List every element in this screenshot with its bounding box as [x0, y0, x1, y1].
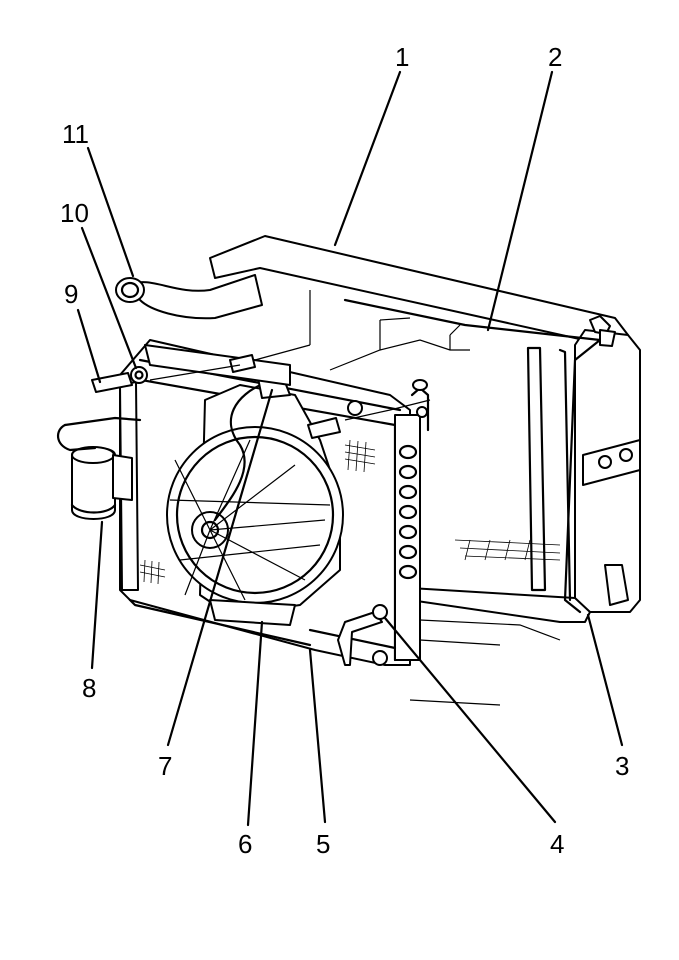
leader-7	[166, 388, 274, 747]
callout-4: 4	[550, 829, 564, 859]
callout-7: 7	[158, 751, 172, 781]
callout-6: 6	[238, 829, 252, 859]
condenser-lines	[337, 379, 430, 666]
leader-11	[86, 146, 135, 278]
receiver-dehydrator	[57, 416, 142, 520]
callout-1: 1	[395, 42, 409, 72]
upper-mount-hardware	[91, 290, 470, 439]
callout-labels: 1 2 3 4 5 6 7 8 9 10 11	[60, 42, 629, 859]
fan-blades	[169, 439, 331, 601]
leader-1	[333, 70, 402, 247]
callout-10: 10	[60, 198, 89, 228]
leader-2	[486, 70, 554, 332]
callout-9: 9	[64, 279, 78, 309]
cooling-fan-assembly	[166, 377, 344, 626]
leader-9	[76, 308, 102, 384]
upper-radiator-hose	[115, 274, 263, 320]
leader-3	[586, 613, 624, 747]
callout-5: 5	[316, 829, 330, 859]
leader-5	[308, 648, 327, 824]
callout-2: 2	[548, 42, 562, 72]
callout-3: 3	[615, 751, 629, 781]
leader-lines	[76, 70, 624, 827]
leader-4	[383, 616, 557, 824]
callout-11: 11	[62, 119, 89, 149]
callout-8: 8	[82, 673, 96, 703]
radiator-assembly	[209, 235, 641, 706]
condenser-coils	[398, 444, 418, 580]
leader-10	[80, 226, 138, 370]
leader-8	[90, 520, 104, 670]
leader-6	[246, 620, 264, 827]
